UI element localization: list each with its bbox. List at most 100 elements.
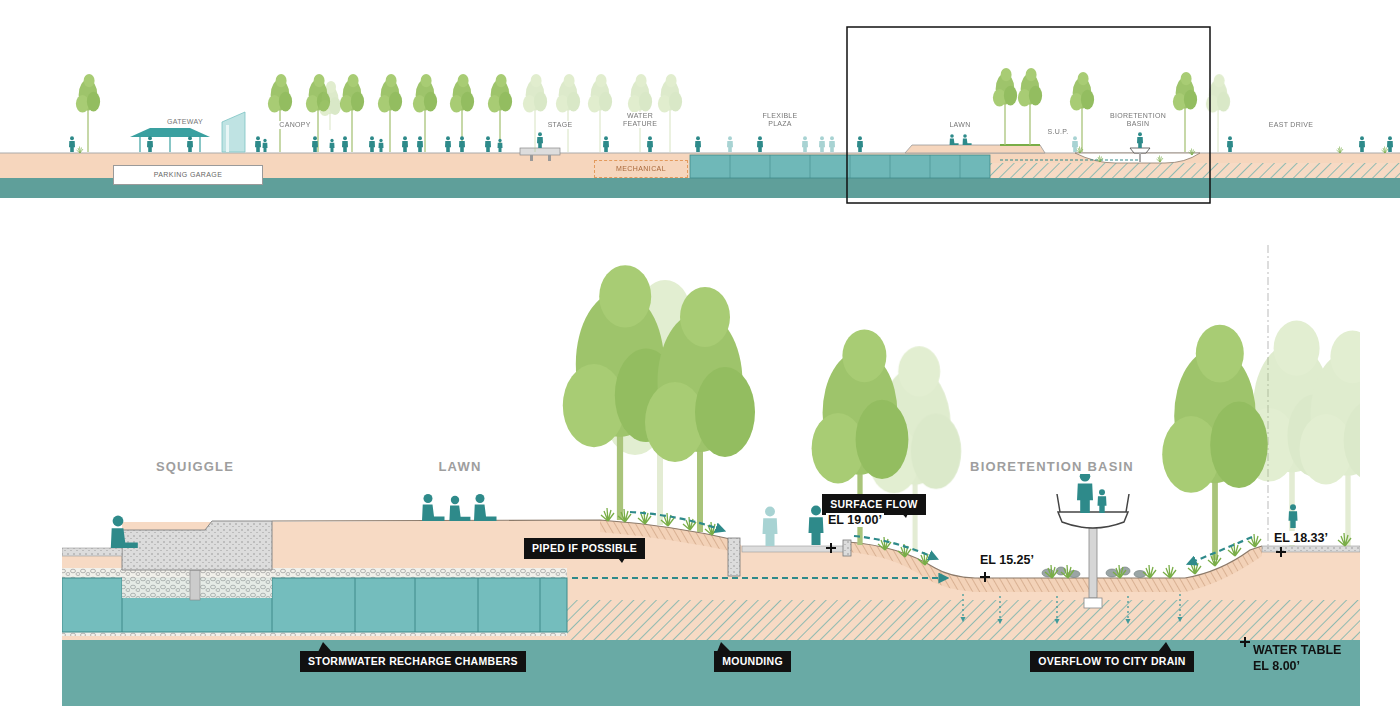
person-figure xyxy=(422,494,445,521)
mechanical-box: MECHANICAL xyxy=(594,160,688,178)
person-figure xyxy=(187,136,193,152)
person-figure xyxy=(459,136,465,152)
overview-section xyxy=(0,27,1400,203)
zone-label: CANOPY xyxy=(278,121,311,129)
zone-label: STAGE xyxy=(547,121,574,129)
plant-tuft xyxy=(77,147,1389,163)
bioretention-dip xyxy=(1130,148,1150,153)
bioretention-dip xyxy=(1000,148,1200,163)
person-figure xyxy=(111,471,1298,548)
faded-person xyxy=(763,507,778,546)
callout-tag: PIPED IF POSSIBLE xyxy=(524,538,645,559)
person-figure xyxy=(255,136,261,152)
overlook-platform xyxy=(1084,598,1102,608)
callout-text: STORMWATER RECHARGE CHAMBERS xyxy=(308,655,518,667)
retaining-wall xyxy=(728,538,740,576)
person-figure xyxy=(757,136,763,152)
person-figure xyxy=(537,132,543,148)
plant-tuft xyxy=(1382,147,1389,154)
plant-tuft xyxy=(1157,156,1164,163)
tree xyxy=(413,74,437,128)
callout-pointer xyxy=(318,509,1172,652)
plant-tuft xyxy=(601,508,614,521)
elevation-marker xyxy=(1240,637,1250,647)
elevation-label: EL 15.25’ xyxy=(978,553,1036,567)
plant-tuft xyxy=(1337,147,1344,154)
faded-person xyxy=(819,136,825,152)
plant-tuft xyxy=(1208,553,1221,566)
recharge-chambers xyxy=(190,570,200,600)
faded-tree xyxy=(1300,330,1360,546)
person-figure xyxy=(474,494,497,521)
person-figure xyxy=(449,496,470,521)
tree xyxy=(450,74,474,128)
bioretention-dip xyxy=(1139,153,1141,162)
plant-tuft xyxy=(1077,147,1084,154)
callout-text: OVERFLOW TO CITY DRAIN xyxy=(1038,655,1185,667)
person-figure xyxy=(312,136,318,152)
section-label: SQUIGGLE xyxy=(154,459,236,474)
groundwater-band xyxy=(62,640,1360,706)
callout-tag: MOUNDING xyxy=(714,651,791,672)
basin-rocks xyxy=(1134,571,1146,578)
elevation-label: EL 18.33’ xyxy=(1272,531,1330,545)
zone-label: S.U.P. xyxy=(1046,128,1069,136)
tree xyxy=(1173,72,1197,126)
person-figure xyxy=(1289,504,1298,528)
tree xyxy=(1070,72,1094,126)
faded-tree xyxy=(658,74,682,128)
faded-person xyxy=(829,136,835,152)
person-figure xyxy=(950,134,959,145)
faded-tree xyxy=(319,74,1230,152)
elevation-marker xyxy=(826,543,1286,647)
person-figure xyxy=(1359,136,1365,152)
person-figure xyxy=(402,136,408,152)
person-figure xyxy=(369,136,375,152)
tree xyxy=(645,287,755,532)
water-chambers xyxy=(690,155,990,178)
plant-tuft xyxy=(1143,565,1156,578)
person-figure xyxy=(963,134,972,145)
bioretention-dip xyxy=(1000,160,1140,161)
faded-tree xyxy=(535,128,1218,152)
plant-tuft xyxy=(1188,561,1201,574)
zone-label: BIORETENTION BASIN xyxy=(1107,112,1169,128)
elevation-label: WATER TABLE EL 8.00’ xyxy=(1253,643,1353,674)
person-figure xyxy=(147,136,153,152)
tree xyxy=(76,74,100,128)
tree xyxy=(340,74,364,128)
section-label: BIORETENTION BASIN xyxy=(968,459,1136,474)
zone-label: GATEWAY xyxy=(166,118,204,126)
callout-text: PARKING GARAGE xyxy=(154,171,222,179)
plant-tuft xyxy=(618,509,631,522)
person-figure xyxy=(263,139,268,152)
person-figure xyxy=(445,136,451,152)
person-figure xyxy=(1077,471,1093,513)
infiltration-arrow xyxy=(963,594,1180,622)
detail-section xyxy=(62,245,1360,706)
gateway-pavilion xyxy=(226,125,229,152)
soil-profile xyxy=(62,520,1360,640)
plant-tuft xyxy=(1338,533,1351,546)
callout-tag: SURFACE FLOW xyxy=(822,494,926,515)
plant-tuft xyxy=(1061,565,1074,578)
retaining-wall xyxy=(843,540,851,556)
tree xyxy=(1162,325,1268,560)
faded-tree xyxy=(319,81,341,130)
tree xyxy=(488,74,512,128)
plant-tuft xyxy=(77,147,84,154)
callout-tag: STORMWATER RECHARGE CHAMBERS xyxy=(300,651,526,672)
faded-tree xyxy=(556,74,580,128)
person-figure xyxy=(69,132,1393,152)
flow-arrow xyxy=(854,536,935,558)
plant-tuft xyxy=(1045,565,1058,578)
plant-tuft xyxy=(1097,156,1104,163)
callout-text: PIPED IF POSSIBLE xyxy=(532,542,637,554)
callout-text: MOUNDING xyxy=(722,655,783,667)
person-figure xyxy=(1137,132,1143,148)
gateway-pavilion xyxy=(140,137,200,152)
tree xyxy=(993,68,1017,122)
squiggle-wall xyxy=(62,548,122,556)
zone-label: LAWN xyxy=(948,121,971,129)
